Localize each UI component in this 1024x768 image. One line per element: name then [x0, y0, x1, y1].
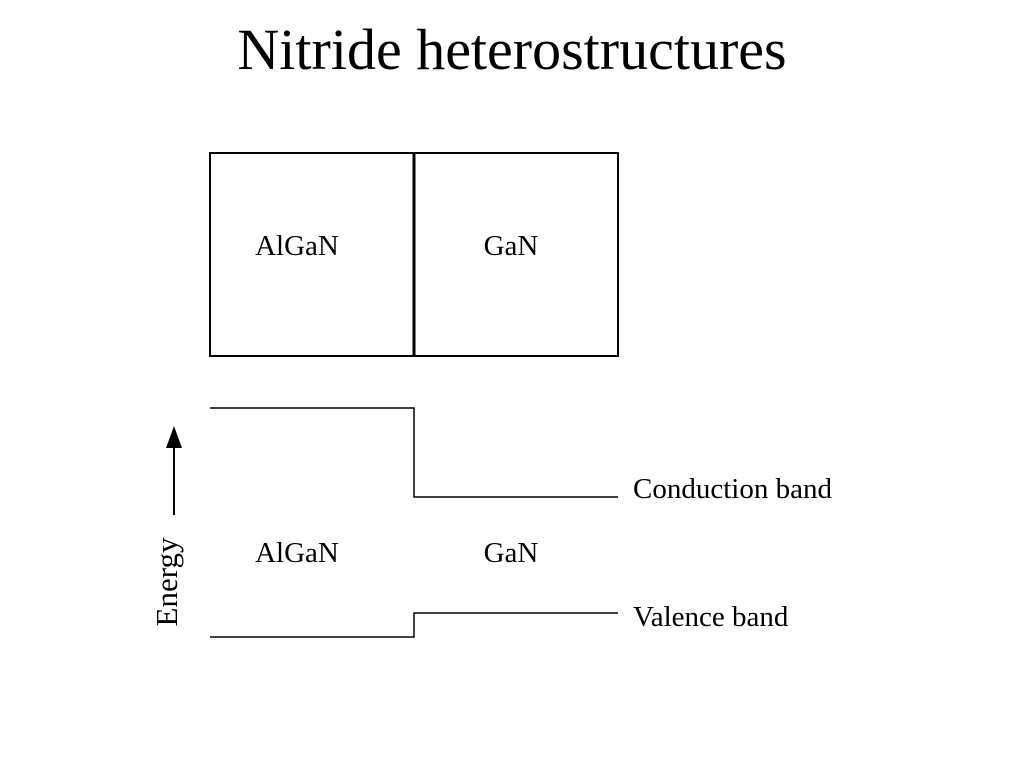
conduction-band-edge — [210, 407, 618, 498]
energy-axis: Energy — [149, 426, 184, 626]
conduction-band-label: Conduction band — [633, 473, 832, 505]
valence-band-edge — [210, 612, 618, 638]
algan-band-region-label: AlGaN — [255, 537, 339, 569]
layer-structure: AlGaN GaN — [209, 152, 619, 357]
energy-arrow-head-icon — [166, 426, 182, 448]
gan-band-region-label: GaN — [484, 537, 539, 569]
valence-band-label: Valence band — [633, 601, 789, 633]
energy-axis-label: Energy — [149, 537, 184, 626]
band-edges: Conduction band Valence band AlGaN GaN — [210, 407, 832, 638]
slide-title: Nitride heterostructures — [237, 17, 787, 82]
gan-layer-label: GaN — [484, 230, 539, 262]
algan-layer-label: AlGaN — [255, 230, 339, 262]
